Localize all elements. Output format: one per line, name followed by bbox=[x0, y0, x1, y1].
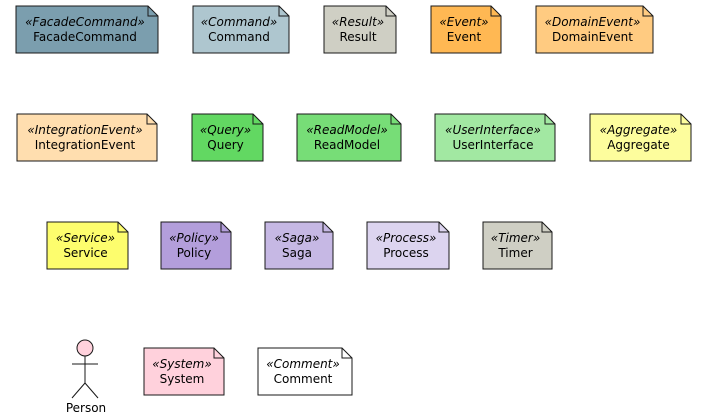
note-name: DomainEvent bbox=[552, 30, 633, 44]
note-body bbox=[15, 5, 159, 54]
note-query: «Query»Query bbox=[191, 113, 264, 162]
note-stereotype: «Timer» bbox=[491, 231, 540, 245]
note-stereotype: «Service» bbox=[56, 231, 115, 245]
note-fold bbox=[390, 114, 401, 125]
note-stereotype: «Aggregate» bbox=[600, 123, 678, 137]
note-fold bbox=[146, 114, 157, 125]
note-stereotype: «Query» bbox=[200, 123, 251, 137]
note-fold bbox=[117, 222, 128, 233]
note-fold bbox=[220, 222, 231, 233]
note-name: ReadModel bbox=[314, 138, 380, 152]
note-stereotype: «Result» bbox=[332, 15, 384, 29]
note-fold bbox=[642, 6, 653, 17]
note-body bbox=[160, 221, 232, 270]
note-name: Command bbox=[208, 30, 270, 44]
note-fold bbox=[322, 222, 333, 233]
note-fold bbox=[544, 114, 555, 125]
note-body bbox=[482, 221, 553, 270]
note-name: System bbox=[160, 372, 205, 386]
note-stereotype: «Comment» bbox=[266, 357, 340, 371]
note-body bbox=[257, 347, 353, 396]
note-name: Service bbox=[63, 246, 107, 260]
note-fold bbox=[341, 348, 352, 359]
note-body bbox=[430, 5, 502, 54]
note-domain-event: «DomainEvent»DomainEvent bbox=[535, 5, 654, 54]
note-fold bbox=[147, 6, 158, 17]
note-fold bbox=[490, 6, 501, 17]
note-body bbox=[434, 113, 556, 162]
note-body bbox=[16, 113, 158, 162]
note-event: «Event»Event bbox=[430, 5, 502, 54]
note-saga: «Saga»Saga bbox=[264, 221, 334, 270]
note-body bbox=[535, 5, 654, 54]
note-read-model: «ReadModel»ReadModel bbox=[296, 113, 402, 162]
note-name: Comment bbox=[274, 372, 333, 386]
note-process: «Process»Process bbox=[366, 221, 450, 270]
note-result: «Result»Result bbox=[323, 5, 397, 54]
note-timer: «Timer»Timer bbox=[482, 221, 553, 270]
note-name: Result bbox=[339, 30, 376, 44]
note-body bbox=[296, 113, 402, 162]
note-stereotype: «Event» bbox=[439, 15, 488, 29]
note-name: FacadeCommand bbox=[33, 30, 137, 44]
note-name: Timer bbox=[497, 246, 532, 260]
note-body bbox=[191, 113, 264, 162]
note-fold bbox=[213, 348, 224, 359]
actor-right-leg bbox=[84, 382, 99, 399]
note-stereotype: «ReadModel» bbox=[306, 123, 388, 137]
note-command: «Command»Command bbox=[192, 5, 290, 54]
note-fold bbox=[278, 6, 289, 17]
note-stereotype: «Policy» bbox=[169, 231, 219, 245]
note-body bbox=[143, 347, 225, 396]
note-name: Query bbox=[207, 138, 243, 152]
note-stereotype: «Saga» bbox=[275, 231, 320, 245]
note-integration-event: «IntegrationEvent»IntegrationEvent bbox=[16, 113, 158, 162]
note-stereotype: «FacadeCommand» bbox=[25, 15, 145, 29]
note-name: Event bbox=[447, 30, 482, 44]
actor-label: Person bbox=[66, 401, 106, 415]
note-name: UserInterface bbox=[452, 138, 533, 152]
notes-layer: «FacadeCommand»FacadeCommand«Command»Com… bbox=[15, 5, 692, 396]
note-name: Saga bbox=[282, 246, 312, 260]
actor-person: Person bbox=[66, 339, 106, 415]
note-fold bbox=[385, 6, 396, 17]
note-stereotype: «Process» bbox=[376, 231, 437, 245]
note-name: IntegrationEvent bbox=[35, 138, 136, 152]
note-facade-command: «FacadeCommand»FacadeCommand bbox=[15, 5, 159, 54]
note-name: Policy bbox=[177, 246, 212, 260]
note-body bbox=[366, 221, 450, 270]
note-stereotype: «System» bbox=[152, 357, 212, 371]
note-name: Aggregate bbox=[607, 138, 670, 152]
note-stereotype: «DomainEvent» bbox=[545, 15, 641, 29]
note-fold bbox=[680, 114, 691, 125]
note-stereotype: «Command» bbox=[201, 15, 278, 29]
note-system: «System»System bbox=[143, 347, 225, 396]
actor-left-leg bbox=[71, 382, 86, 399]
note-body bbox=[192, 5, 290, 54]
note-body bbox=[589, 113, 692, 162]
note-stereotype: «UserInterface» bbox=[445, 123, 541, 137]
note-stereotype: «IntegrationEvent» bbox=[27, 123, 142, 137]
note-fold bbox=[438, 222, 449, 233]
note-body bbox=[46, 221, 129, 270]
note-comment: «Comment»Comment bbox=[257, 347, 353, 396]
note-service: «Service»Service bbox=[46, 221, 129, 270]
note-aggregate: «Aggregate»Aggregate bbox=[589, 113, 692, 162]
note-name: Process bbox=[383, 246, 429, 260]
note-body bbox=[264, 221, 334, 270]
note-user-interface: «UserInterface»UserInterface bbox=[434, 113, 556, 162]
note-policy: «Policy»Policy bbox=[160, 221, 232, 270]
note-fold bbox=[252, 114, 263, 125]
note-fold bbox=[541, 222, 552, 233]
actor-head bbox=[76, 339, 94, 357]
note-body bbox=[323, 5, 397, 54]
